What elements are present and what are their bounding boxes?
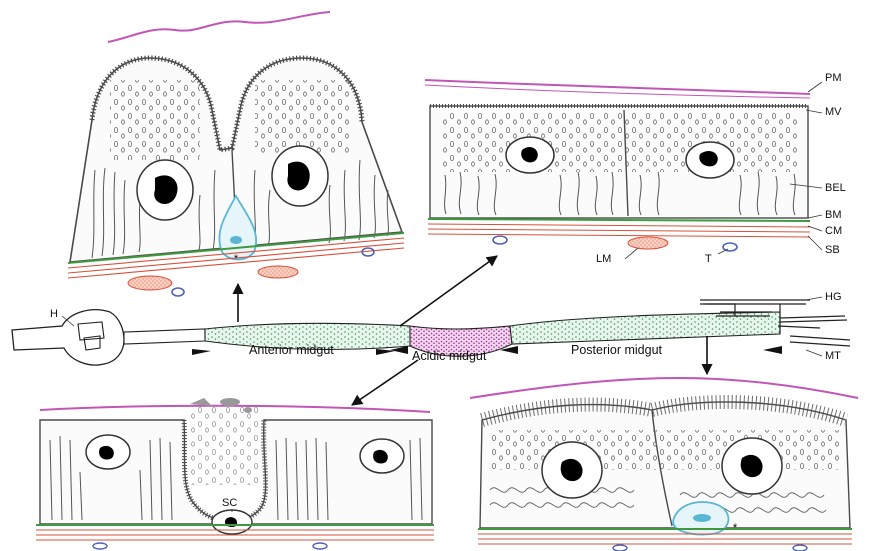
region-label-anterior: Anterior midgut (249, 344, 334, 357)
label-bm: BM (825, 210, 842, 221)
label-h: H (50, 309, 58, 320)
basement-membrane-upper-right (428, 219, 810, 221)
peritrophic-membrane-upper-right (425, 80, 810, 94)
epithelium-anterior: * (70, 58, 402, 265)
region-label-posterior: Posterior midgut (571, 344, 662, 357)
panel-anterior-midgut: * (68, 12, 404, 296)
label-sb: SB (825, 245, 840, 256)
epithelium-acidic (40, 398, 432, 534)
label-cm: CM (825, 226, 842, 237)
label-pm: PM (825, 73, 842, 84)
label-sc: SC (222, 498, 237, 509)
head-outline (12, 310, 124, 365)
epithelium-upper-right (430, 106, 808, 218)
label-bel: BEL (825, 183, 846, 194)
arrow-to-acidic-panel (352, 360, 418, 405)
panel-acidic-midgut (36, 398, 434, 549)
region-label-acidic: Acidic midgut (412, 350, 486, 363)
label-lm: LM (596, 254, 611, 265)
label-mv: MV (825, 107, 842, 118)
peritrophic-membrane-lower-right (470, 378, 858, 398)
arrow-to-upper-right-panel (400, 256, 497, 326)
epithelium-lower-right: * (480, 402, 850, 535)
label-t: T (705, 254, 712, 265)
panel-posterior-upper (425, 80, 822, 259)
label-mt: MT (825, 351, 841, 362)
posterior-midgut-tube (510, 312, 780, 344)
peritrophic-membrane-anterior (108, 12, 330, 42)
label-hg: HG (825, 292, 842, 303)
foregut-tube (124, 329, 205, 344)
panel-posterior-lower: * (470, 378, 858, 551)
